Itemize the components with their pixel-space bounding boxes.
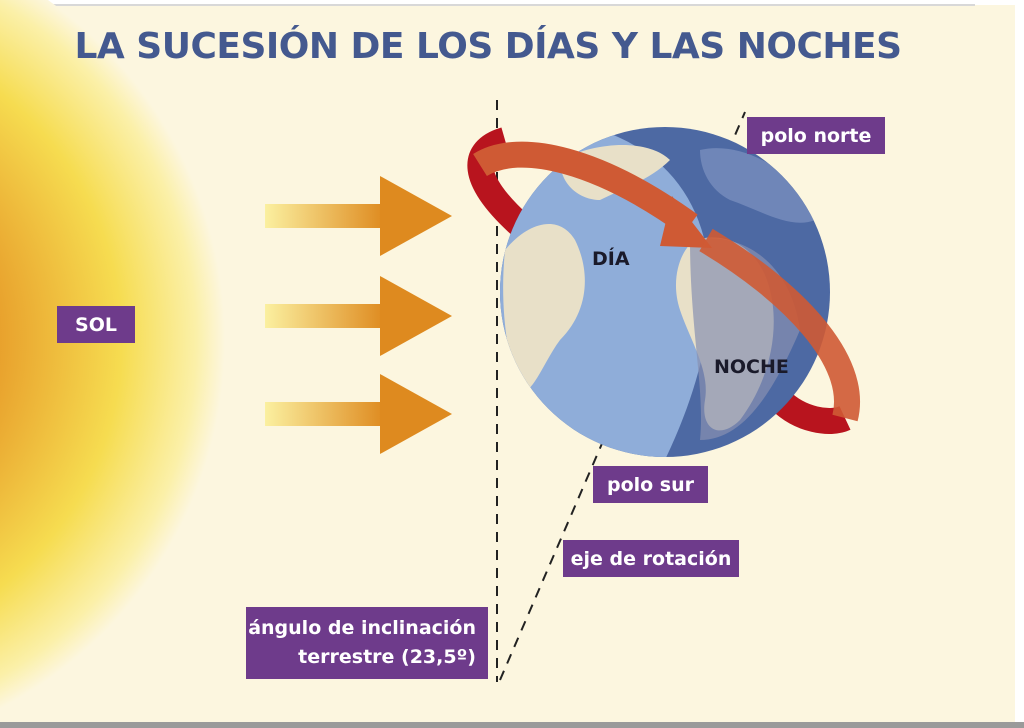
bottom-divider: [0, 722, 1024, 728]
day-label: DÍA: [592, 248, 630, 270]
sun-ray-arrow: [265, 374, 452, 454]
sun: [0, 0, 225, 709]
top-divider: [0, 4, 975, 6]
south-pole-label: polo sur: [593, 466, 708, 503]
rotation-axis-label: eje de rotación: [563, 540, 739, 577]
sun-ray-arrow: [265, 276, 452, 356]
tilt-angle-label: ángulo de inclinación terrestre (23,5º): [246, 607, 488, 679]
night-label: NOCHE: [714, 356, 789, 378]
north-pole-label: polo norte: [747, 117, 885, 154]
page-title: LA SUCESIÓN DE LOS DÍAS Y LAS NOCHES: [74, 26, 902, 67]
tilt-angle-line1: ángulo de inclinación: [248, 617, 476, 639]
rotation-direction-arrowhead: [660, 196, 712, 248]
tilt-angle-line2: terrestre (23,5º): [298, 646, 476, 668]
sun-label: SOL: [57, 306, 135, 343]
rotation-ring-front: [473, 141, 698, 236]
continent: [503, 223, 585, 395]
rotation-axis-text: eje de rotación: [570, 547, 732, 570]
rotation-ring-back: [467, 127, 529, 235]
sun-ray-arrow: [265, 176, 452, 256]
